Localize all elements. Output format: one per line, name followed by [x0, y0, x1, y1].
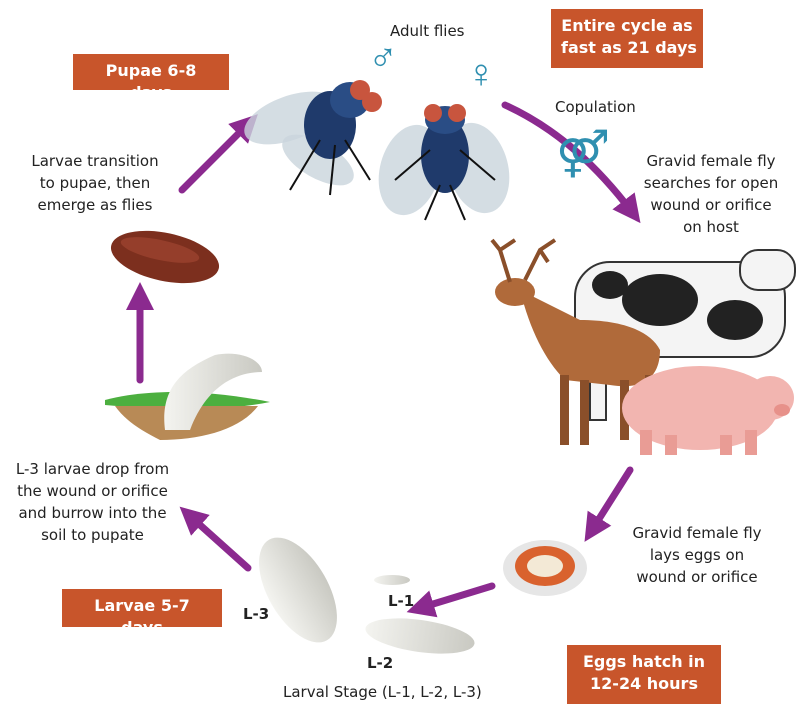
transition-line-1: Larvae transition: [20, 150, 170, 172]
transition-label: Larvae transition to pupae, then emerge …: [20, 150, 170, 216]
arrow-eggs-to-larvae: [420, 586, 492, 608]
gravid-search-line-2: searches for open: [630, 172, 792, 194]
l3-label: L-3: [243, 603, 269, 625]
gravid-search-label: Gravid female fly searches for open woun…: [630, 150, 792, 238]
adult-fly-female-icon: [369, 104, 519, 222]
adult-flies-label: Adult flies: [390, 20, 465, 42]
pupa-icon: [106, 222, 224, 292]
l3-drop-line-2: the wound or orifice: [0, 480, 185, 502]
arrow-larvae-to-soil: [190, 516, 248, 568]
gravid-search-line-4: on host: [630, 216, 792, 238]
entire-cycle-badge: Entire cycle as fast as 21 days: [551, 9, 703, 68]
arrow-host-to-eggs: [592, 470, 630, 530]
entire-cycle-line-1: Entire cycle as: [561, 15, 693, 37]
entire-cycle-line-2: fast as 21 days: [561, 37, 693, 59]
l2-label: L-2: [367, 652, 393, 674]
gravid-lays-line-3: wound or orifice: [612, 566, 782, 588]
gravid-search-line-1: Gravid female fly: [630, 150, 792, 172]
eggs-hatch-line-1: Eggs hatch in: [577, 651, 711, 673]
copulation-symbol-icon: ⚤: [556, 130, 610, 176]
copulation-label: Copulation: [555, 96, 636, 118]
arrow-pupae-to-adults: [182, 124, 248, 190]
l1-label: L-1: [388, 590, 414, 612]
larval-stage-label: Larval Stage (L-1, L-2, L-3): [283, 681, 482, 703]
larva-burrowing-soil-icon: [105, 354, 270, 440]
larva-l3-icon: [243, 525, 353, 655]
l3-drop-line-3: and burrow into the: [0, 502, 185, 524]
adult-fly-male-icon: [237, 80, 382, 196]
larvae-duration-badge: Larvae 5-7 days: [62, 589, 222, 627]
gravid-lays-line-2: lays eggs on: [612, 544, 782, 566]
gravid-lays-line-1: Gravid female fly: [612, 522, 782, 544]
l3-drop-label: L-3 larvae drop from the wound or orific…: [0, 458, 185, 546]
pupae-duration-badge: Pupae 6-8 days: [73, 54, 229, 90]
larva-l1-icon: [374, 575, 410, 585]
gravid-search-line-3: wound or orifice: [630, 194, 792, 216]
wound-eggs-icon: [503, 540, 587, 596]
male-symbol-icon: ♂: [368, 38, 398, 78]
l3-drop-line-1: L-3 larvae drop from: [0, 458, 185, 480]
gravid-lays-label: Gravid female fly lays eggs on wound or …: [612, 522, 782, 588]
transition-line-2: to pupae, then: [20, 172, 170, 194]
pig-icon: [622, 366, 794, 455]
female-symbol-icon: ♀: [466, 54, 496, 94]
transition-line-3: emerge as flies: [20, 194, 170, 216]
l3-drop-line-4: soil to pupate: [0, 524, 185, 546]
eggs-hatch-badge: Eggs hatch in 12-24 hours: [567, 645, 721, 704]
eggs-hatch-line-2: 12-24 hours: [577, 673, 711, 695]
